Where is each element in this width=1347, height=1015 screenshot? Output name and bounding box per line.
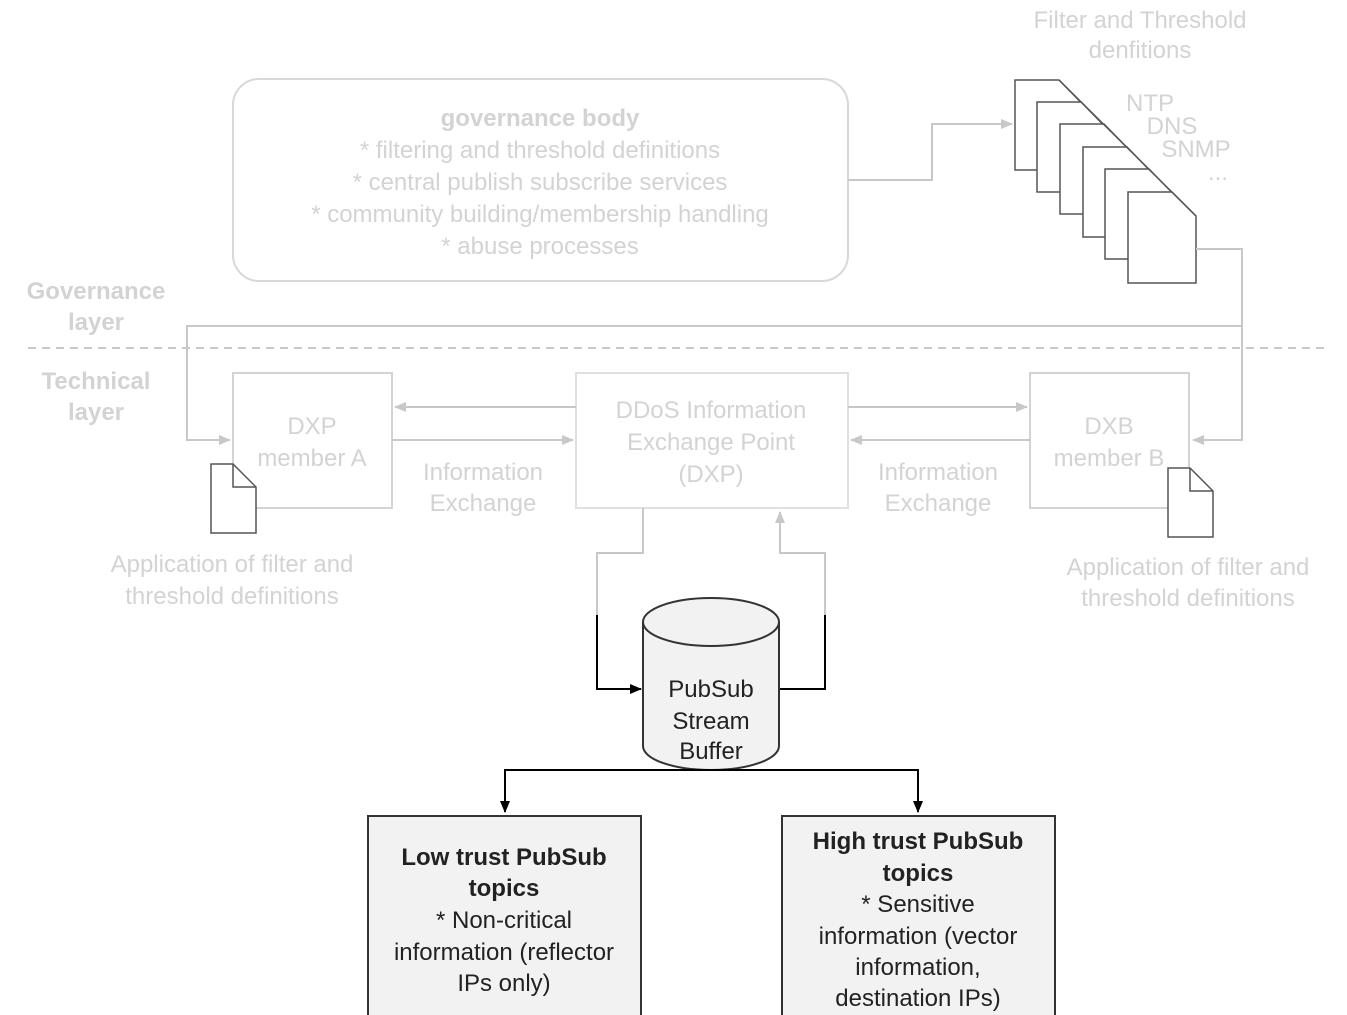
governance-item: * abuse processes bbox=[441, 233, 638, 260]
exchange-left-label-line2: Exchange bbox=[430, 490, 537, 517]
low-trust-title-line1: Low trust PubSub bbox=[401, 844, 606, 871]
dxp-label-line1: DDoS Information bbox=[616, 397, 807, 424]
governance-item: * filtering and threshold definitions bbox=[360, 137, 720, 164]
governance-body-title: governance body bbox=[441, 105, 640, 132]
document-icon bbox=[210, 463, 257, 534]
low-trust-text-line2: information (reflector bbox=[394, 939, 614, 966]
dxp-box: DDoS Information Exchange Point (DXP) bbox=[575, 372, 849, 509]
member-b-label-line2: member B bbox=[1054, 445, 1165, 472]
application-right-line2: threshold definitions bbox=[1081, 585, 1294, 612]
application-right-line1: Application of filter and bbox=[1067, 554, 1310, 581]
pubsub-to-low-trust-connector bbox=[500, 769, 711, 813]
high-trust-title-line2: topics bbox=[883, 860, 954, 887]
governance-item: * community building/membership handling bbox=[311, 201, 769, 228]
exchange-left-label-line1: Information bbox=[423, 459, 543, 486]
pubsub-to-dxp-connector-faded bbox=[775, 511, 826, 615]
dxp-to-pubsub-connector bbox=[596, 615, 642, 694]
pubsub-label-line2: Stream bbox=[672, 708, 749, 735]
pubsub-label-line1: PubSub bbox=[668, 676, 753, 703]
exchange-right-label-line2: Exchange bbox=[885, 490, 992, 517]
pubsub-stream-buffer: PubSub Stream Buffer bbox=[642, 597, 780, 771]
low-trust-text-line1: * Non-critical bbox=[436, 907, 572, 934]
application-left-line2: threshold definitions bbox=[125, 583, 338, 610]
filter-item-ellipsis: ... bbox=[1208, 159, 1228, 186]
filter-item-snmp: SNMP bbox=[1161, 136, 1230, 163]
high-trust-text-line3: information, bbox=[855, 954, 980, 981]
governance-layer-label-line1: Governance bbox=[27, 278, 166, 305]
filters-title-line2: denfitions bbox=[1089, 37, 1192, 64]
member-b-label-line1: DXB bbox=[1084, 413, 1133, 440]
dxp-label-line3: (DXP) bbox=[678, 461, 743, 488]
pubsub-to-high-trust-connector bbox=[711, 769, 923, 813]
pubsub-to-dxp-connector bbox=[780, 615, 826, 690]
filter-item-dns: DNS bbox=[1147, 113, 1198, 140]
high-trust-text-line4: destination IPs) bbox=[835, 985, 1000, 1012]
application-left-line1: Application of filter and bbox=[111, 551, 354, 578]
high-trust-topics-box: High trust PubSub topics * Sensitive inf… bbox=[781, 815, 1056, 1015]
low-trust-title-line2: topics bbox=[469, 875, 540, 902]
low-trust-topics-box: Low trust PubSub topics * Non-critical i… bbox=[367, 815, 642, 1015]
filter-documents-fold bbox=[1058, 79, 1197, 217]
governance-item: * central publish subscribe services bbox=[353, 169, 728, 196]
high-trust-text-line1: * Sensitive bbox=[861, 891, 974, 918]
member-b-box: DXB member B bbox=[1029, 372, 1190, 509]
low-trust-text-line3: IPs only) bbox=[457, 970, 550, 997]
filter-item-ntp: NTP bbox=[1126, 90, 1174, 117]
exchange-right-label-line1: Information bbox=[878, 459, 998, 486]
member-a-label-line1: DXP bbox=[287, 413, 336, 440]
technical-layer-label-line2: layer bbox=[68, 399, 124, 426]
governance-layer-label-line2: layer bbox=[68, 309, 124, 336]
dxp-label-line2: Exchange Point bbox=[627, 429, 795, 456]
high-trust-text-line2: information (vector bbox=[819, 923, 1018, 950]
pubsub-label-line3: Buffer bbox=[679, 738, 743, 765]
governance-body-box: governance body * filtering and threshol… bbox=[232, 78, 849, 282]
dxp-to-pubsub-connector-faded bbox=[596, 508, 644, 615]
high-trust-title-line1: High trust PubSub bbox=[813, 828, 1024, 855]
filters-title-line1: Filter and Threshold bbox=[1034, 7, 1247, 34]
member-a-label-line2: member A bbox=[257, 445, 366, 472]
document-icon bbox=[1167, 467, 1214, 538]
member-a-box: DXP member A bbox=[232, 372, 393, 509]
governance-to-filters-connector bbox=[848, 119, 1013, 181]
filters-to-member-a-connector bbox=[186, 325, 1242, 445]
filters-to-member-b-connector bbox=[1192, 248, 1243, 445]
technical-layer-label-line1: Technical bbox=[42, 368, 151, 395]
